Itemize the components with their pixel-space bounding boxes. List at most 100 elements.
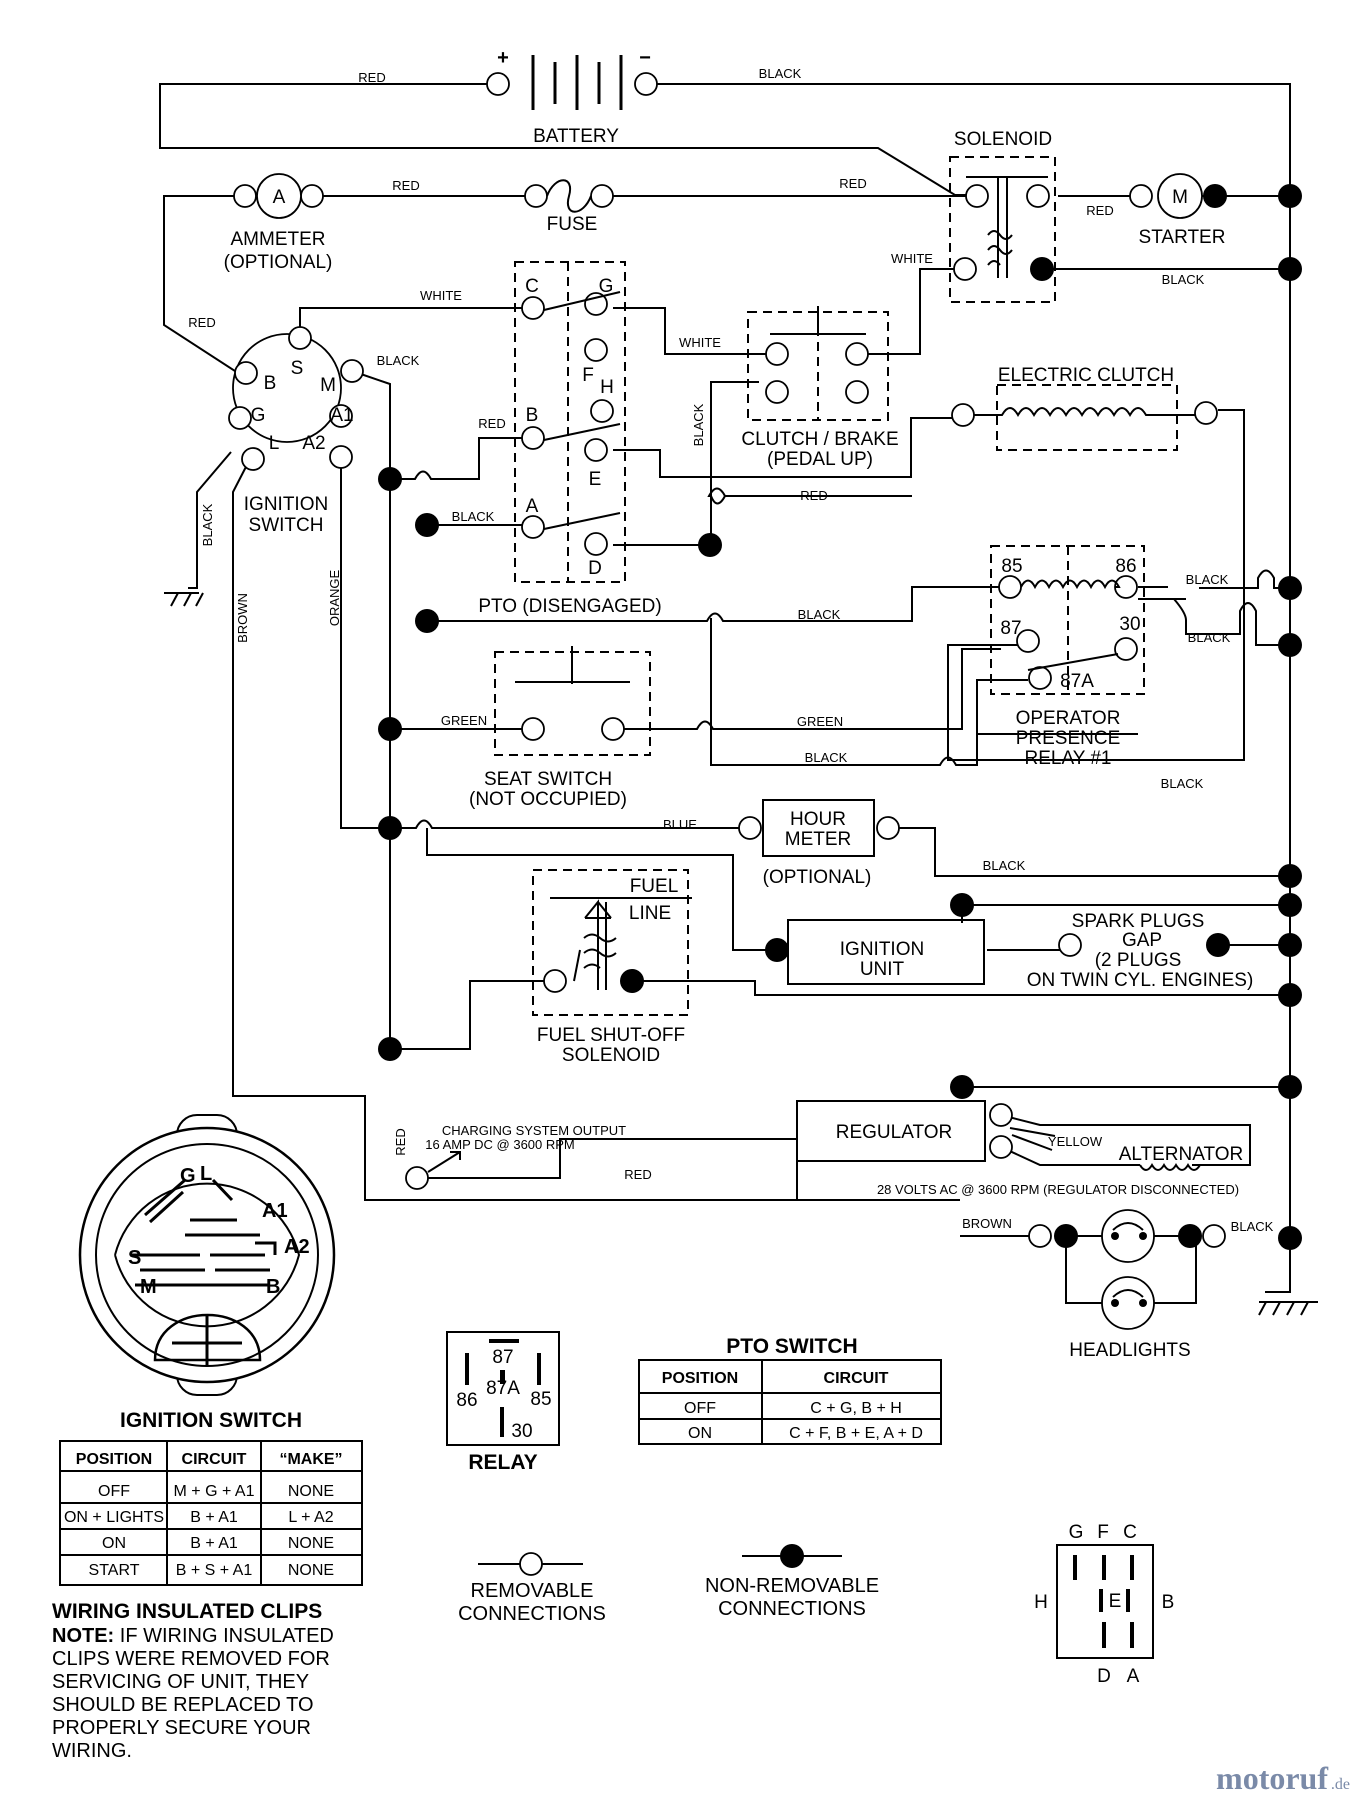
ign-terminal-b: B (264, 373, 277, 394)
relay-terminal-87: 87 (1000, 618, 1021, 639)
fuel-shutoff-solenoid: FUEL LINE FUEL SHUT-OFF SOLENOID (532, 869, 692, 1066)
wire-label: BLACK (983, 858, 1026, 873)
fuel-solenoid-label-1: FUEL SHUT-OFF (537, 1025, 685, 1046)
wire-label: RED (393, 1128, 408, 1155)
ignition-table-header: CIRCUIT (182, 1451, 247, 1468)
ignition-table-cell: ON + LIGHTS (64, 1509, 164, 1526)
legend-nonremovable-2: CONNECTIONS (718, 1598, 866, 1620)
pto-table-title: PTO SWITCH (726, 1335, 857, 1358)
headlights: HEADLIGHTS (1028, 1209, 1226, 1361)
ignition-switch: B S M G A1 L A2 IGNITION SWITCH (228, 326, 364, 536)
ignition-switch-label-1: IGNITION (244, 494, 328, 515)
relay-terminal-30: 30 (1119, 614, 1140, 635)
clips-note-text: IF WIRING INSULATED (114, 1625, 334, 1647)
pto-terminal-c: C (525, 276, 539, 297)
battery: + − BATTERY (486, 47, 658, 147)
wiring-clips-note: WIRING INSULATED CLIPS NOTE: IF WIRING I… (52, 1600, 334, 1762)
ignition-table-cell: B + S + A1 (176, 1562, 253, 1579)
ign-terminal-a1: A1 (330, 405, 353, 426)
hour-meter: HOUR METER (OPTIONAL) (738, 799, 900, 888)
relay-terminal-85: 85 (1001, 556, 1022, 577)
fuel-solenoid-label-2: SOLENOID (562, 1045, 660, 1066)
relay-diagram-title: RELAY (468, 1451, 537, 1474)
wire-label: BLACK (759, 66, 802, 81)
ammeter-label: AMMETER (231, 229, 326, 250)
starter: M STARTER (1129, 173, 1227, 248)
pinout-e: E (1109, 1591, 1122, 1612)
pto-terminal-f: F (582, 365, 594, 386)
pinout-d: D (1097, 1666, 1111, 1687)
wire-label: BLACK (1231, 1219, 1274, 1234)
alternator: ALTERNATOR 28 VOLTS AC @ 3600 RPM (REGUL… (405, 1123, 1243, 1197)
relay-diagram-87: 87 (492, 1347, 513, 1368)
spark-plugs-label-3: (2 PLUGS (1095, 950, 1182, 971)
battery-plus-sign: + (497, 47, 509, 69)
ign-face-l: L (200, 1163, 212, 1185)
fuse: FUSE (524, 179, 614, 235)
pto-pinout: G F C H E B D A (1034, 1522, 1174, 1687)
ignition-table-title: IGNITION SWITCH (120, 1409, 302, 1432)
wire-label: RED (1086, 203, 1113, 218)
ign-face-s: S (128, 1247, 141, 1269)
clips-note-lead: NOTE: (52, 1625, 114, 1647)
wire-label: BROWN (235, 593, 250, 643)
ign-terminal-m: M (320, 375, 336, 396)
relay-diagram: 87 86 87A 85 30 RELAY (446, 1331, 560, 1474)
wire-label: ORANGE (327, 570, 342, 627)
wire-label: RED (624, 1167, 651, 1182)
ignition-switch-table: IGNITION SWITCH POSITION CIRCUIT “MAKE” … (59, 1409, 363, 1586)
wire-label: RED (358, 70, 385, 85)
starter-label: STARTER (1139, 227, 1226, 248)
pinout-f: F (1097, 1522, 1109, 1543)
removable-connection-symbol (519, 1552, 543, 1576)
pto-switch-table: PTO SWITCH POSITION CIRCUIT OFF C + G, B… (638, 1335, 942, 1445)
wire-label: BLACK (1161, 776, 1204, 791)
ignition-table-cell: NONE (288, 1483, 334, 1500)
ignition-switch-face: G L A1 A2 S M B (78, 1114, 336, 1396)
relay-diagram-86: 86 (456, 1390, 477, 1411)
fuel-line-label-2: LINE (629, 903, 671, 924)
hour-meter-note: (OPTIONAL) (763, 867, 872, 888)
spark-plugs: SPARK PLUGS GAP (2 PLUGS ON TWIN CYL. EN… (1027, 911, 1254, 991)
ign-terminal-l: L (269, 433, 280, 454)
ign-face-g: G (180, 1165, 196, 1187)
relay-diagram-87a: 87A (486, 1378, 520, 1399)
wire-label: GREEN (797, 714, 843, 729)
pto-terminal-h: H (600, 377, 614, 398)
battery-negative-terminal (634, 72, 658, 96)
wire-label: BROWN (962, 1216, 1012, 1231)
pinout-c: C (1123, 1522, 1137, 1543)
pto-table-cell: C + G, B + H (810, 1400, 902, 1417)
ign-terminal-s: S (291, 358, 304, 379)
operator-presence-label-3: RELAY #1 (1025, 748, 1112, 769)
clutch-brake-switch: CLUTCH / BRAKE (PEDAL UP) (741, 306, 899, 470)
ign-face-b: B (266, 1276, 280, 1298)
ignition-unit-label-2: UNIT (860, 959, 905, 980)
ignition-switch-label-2: SWITCH (249, 515, 324, 536)
clutch-brake-label-1: CLUTCH / BRAKE (741, 429, 898, 450)
clips-note-line-6: WIRING. (52, 1740, 132, 1762)
clips-note-title: WIRING INSULATED CLIPS (52, 1600, 322, 1623)
clips-note-line-1: NOTE: IF WIRING INSULATED (52, 1625, 334, 1647)
pto-terminal-d: D (588, 558, 602, 579)
pto-terminal-b: B (526, 405, 539, 426)
wire-label: BLUE (663, 817, 697, 832)
ign-face-a1: A1 (262, 1200, 288, 1222)
wire-label: BLACK (691, 403, 706, 446)
wire-label: BLACK (798, 607, 841, 622)
seat-switch-label-1: SEAT SWITCH (484, 769, 612, 790)
ignition-table-cell: M + G + A1 (174, 1483, 255, 1500)
solenoid-ground-connection (1030, 257, 1054, 281)
pto-terminal-e: E (589, 469, 602, 490)
spark-plugs-label-1: SPARK PLUGS (1072, 911, 1205, 932)
fuse-label: FUSE (547, 214, 598, 235)
clips-note-line-4: SHOULD BE REPLACED TO (52, 1694, 314, 1716)
hour-meter-label-2: METER (785, 829, 852, 850)
ignition-unit: IGNITION UNIT (765, 919, 985, 985)
watermark-name: motoruf (1216, 1760, 1328, 1796)
ign-terminal-g: G (251, 405, 266, 426)
ign-terminal-a2: A2 (302, 433, 325, 454)
relay-terminal-86: 86 (1115, 556, 1136, 577)
pto-switch: C G F H B E A D PTO (DISENGAGED) (478, 261, 662, 617)
